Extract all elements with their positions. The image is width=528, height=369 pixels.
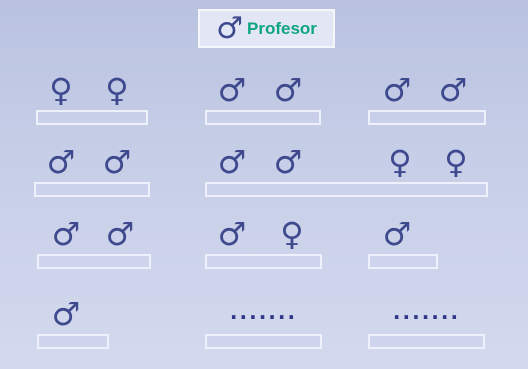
empty-seats-dots: ....... xyxy=(229,300,298,324)
female-symbol-icon: ♀ xyxy=(444,143,468,181)
student-group-r3-g2: ♂ ♀ xyxy=(205,216,322,272)
desk xyxy=(205,110,321,125)
desk xyxy=(368,110,486,125)
desk xyxy=(205,182,488,197)
desk xyxy=(36,110,148,125)
male-symbol-icon: ♂ xyxy=(102,143,132,181)
male-symbol-icon: ♂ xyxy=(216,10,243,46)
female-symbol-icon: ♀ xyxy=(388,143,412,181)
student-group-r3-g3: ♂ xyxy=(368,216,438,272)
female-symbol-icon: ♀ xyxy=(49,71,73,109)
empty-desk-group-r4-g3: ....... xyxy=(368,296,485,352)
desk xyxy=(205,334,322,349)
student-group-r1-g3: ♂ ♂ xyxy=(368,72,486,128)
male-symbol-icon: ♂ xyxy=(217,215,247,253)
male-symbol-icon: ♂ xyxy=(382,215,412,253)
male-symbol-icon: ♂ xyxy=(51,295,81,333)
male-symbol-icon: ♂ xyxy=(273,71,303,109)
desk xyxy=(368,334,485,349)
empty-desk-group-r4-g2: ....... xyxy=(205,296,322,352)
desk xyxy=(37,254,151,269)
student-group-r2-g2: ♂ ♂ ♀ ♀ xyxy=(205,144,488,200)
student-group-r2-g1: ♂ ♂ xyxy=(34,144,150,200)
desk xyxy=(37,334,109,349)
male-symbol-icon: ♂ xyxy=(46,143,76,181)
male-symbol-icon: ♂ xyxy=(217,71,247,109)
student-group-r4-g1: ♂ xyxy=(37,296,109,352)
student-group-r1-g2: ♂ ♂ xyxy=(205,72,321,128)
desk xyxy=(368,254,438,269)
student-group-r3-g1: ♂ ♂ xyxy=(37,216,151,272)
male-symbol-icon: ♂ xyxy=(273,143,303,181)
male-symbol-icon: ♂ xyxy=(438,71,468,109)
empty-seats-dots: ....... xyxy=(392,300,461,324)
male-symbol-icon: ♂ xyxy=(105,215,135,253)
teacher-desk: ♂ Profesor xyxy=(198,9,335,48)
female-symbol-icon: ♀ xyxy=(105,71,129,109)
desk xyxy=(34,182,150,197)
male-symbol-icon: ♂ xyxy=(217,143,247,181)
female-symbol-icon: ♀ xyxy=(280,215,304,253)
male-symbol-icon: ♂ xyxy=(382,71,412,109)
desk xyxy=(205,254,322,269)
male-symbol-icon: ♂ xyxy=(51,215,81,253)
student-group-r1-g1: ♀ ♀ xyxy=(36,72,148,128)
teacher-label: Profesor xyxy=(246,18,317,38)
